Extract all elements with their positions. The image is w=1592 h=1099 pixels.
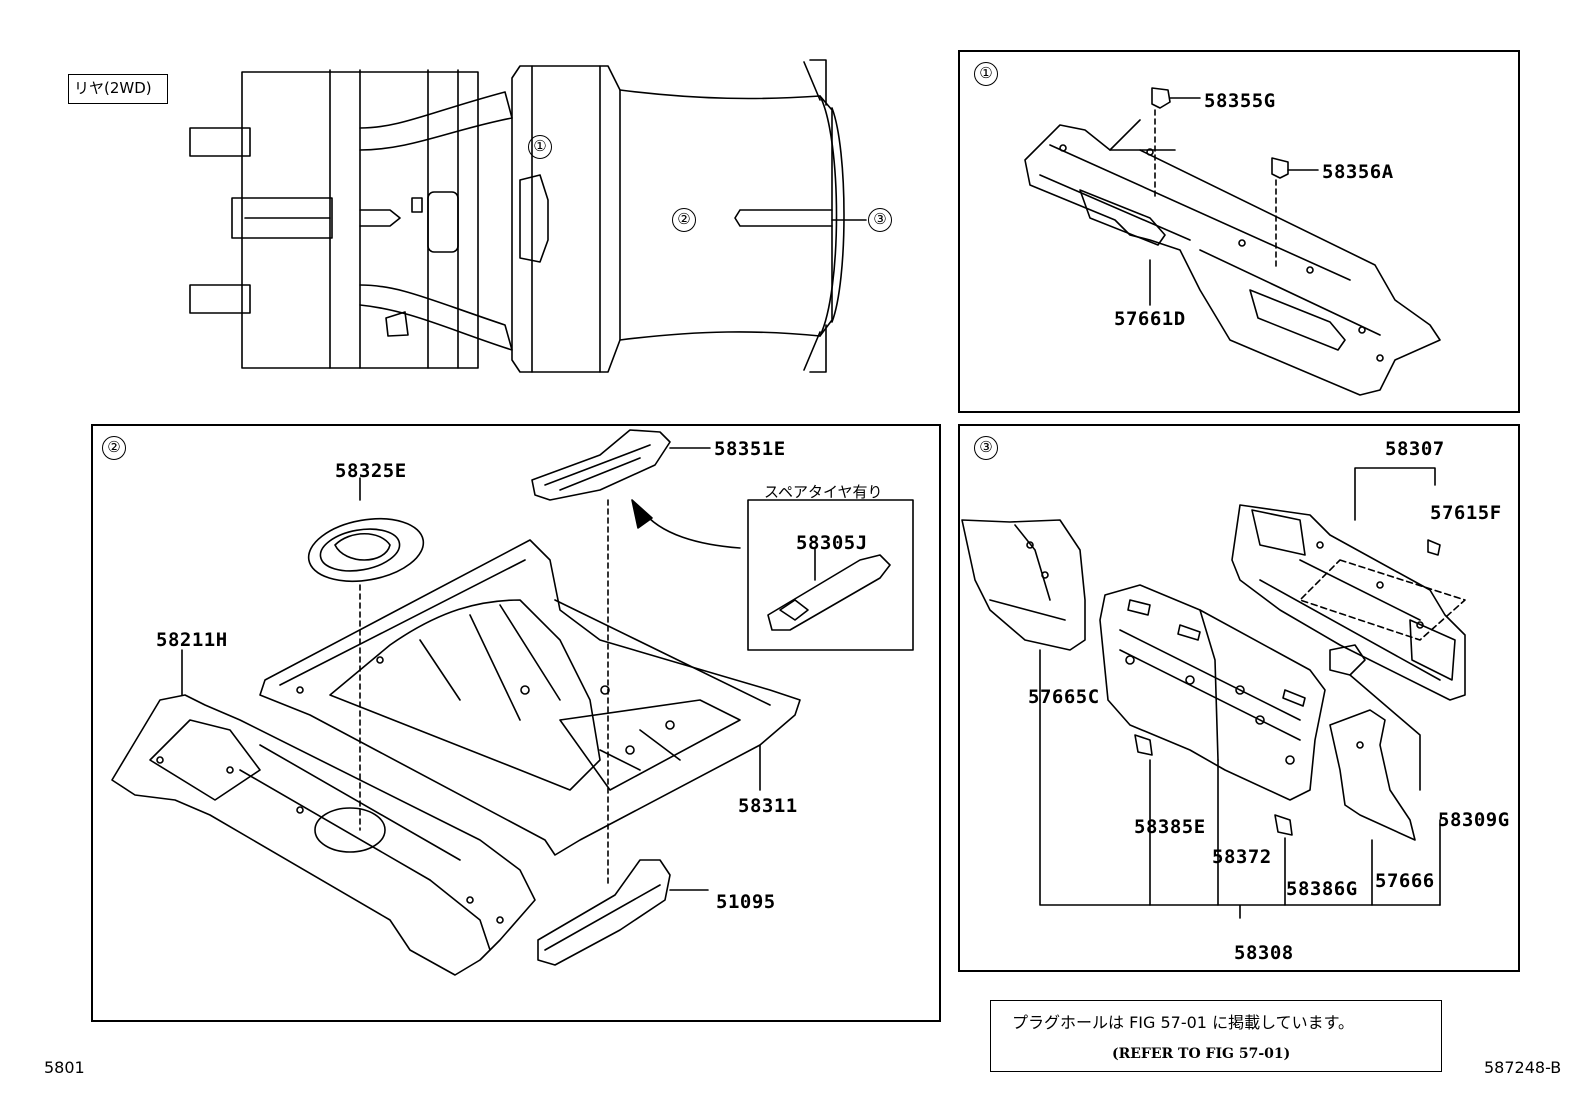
part-57615F[interactable]: 57615F [1430, 502, 1502, 524]
part-58311[interactable]: 58311 [738, 795, 798, 817]
spare-tire-note: スペアタイヤ有り [764, 483, 883, 501]
header-tag-frame [68, 74, 168, 104]
drawing-number: 587248-B [1484, 1058, 1562, 1077]
overview-floor-plan [189, 59, 867, 373]
panel1-cross-member-drawing [1024, 87, 1441, 396]
note-line-2: (REFER TO FIG 57-01) [1112, 1046, 1291, 1062]
overview-callout-3: ③ [868, 208, 892, 232]
overview-callout-2: ② [672, 208, 696, 232]
part-58351E[interactable]: 58351E [714, 438, 786, 460]
panel2-rear-floor-drawing [111, 429, 914, 976]
panel1-frame [958, 50, 1520, 413]
part-58305J[interactable]: 58305J [796, 532, 868, 554]
note-frame [990, 1000, 1442, 1072]
part-58372[interactable]: 58372 [1212, 846, 1272, 868]
part-58386G[interactable]: 58386G [1286, 878, 1358, 900]
part-57666[interactable]: 57666 [1375, 870, 1435, 892]
page-code: 5801 [44, 1058, 85, 1077]
overview-callout-1: ① [528, 135, 552, 159]
part-57665C[interactable]: 57665C [1028, 686, 1100, 708]
part-58356A[interactable]: 58356A [1322, 161, 1394, 183]
panel3-rear-panel-drawing [961, 467, 1466, 919]
part-58309G[interactable]: 58309G [1438, 809, 1510, 831]
part-58355G[interactable]: 58355G [1204, 90, 1276, 112]
note-line-1: プラグホールは FIG 57-01 に掲載しています。 [1012, 1013, 1354, 1032]
part-58307[interactable]: 58307 [1385, 438, 1445, 460]
part-58385E[interactable]: 58385E [1134, 816, 1206, 838]
part-58308[interactable]: 58308 [1234, 942, 1294, 964]
header-tag: リヤ(2WD) [74, 79, 152, 97]
part-58325E[interactable]: 58325E [335, 460, 407, 482]
part-58211H[interactable]: 58211H [156, 629, 228, 651]
part-57661D[interactable]: 57661D [1114, 308, 1186, 330]
panel1-index: ① [974, 62, 998, 86]
panel3-frame [958, 424, 1520, 972]
panel2-index: ② [102, 436, 126, 460]
panel3-index: ③ [974, 436, 998, 460]
panel2-frame [91, 424, 941, 1022]
part-51095[interactable]: 51095 [716, 891, 776, 913]
